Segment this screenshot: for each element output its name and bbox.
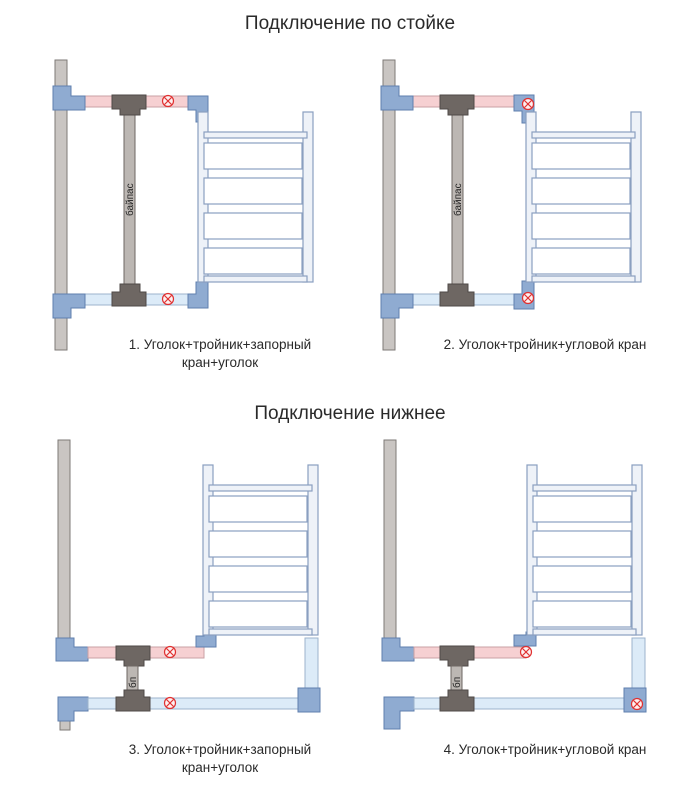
- towel-rail: [202, 464, 319, 636]
- corner-fitting-bottom-left: [380, 293, 414, 319]
- rail-corner-bottom: [187, 281, 209, 309]
- corner-fitting-top-left: [380, 85, 414, 111]
- riser-pipe: [54, 59, 68, 351]
- towel-rail: [526, 464, 643, 636]
- tee-bottom: [111, 283, 147, 307]
- corner-fitting-lower-left: [57, 696, 89, 722]
- section-title-riser: Подключение по стойке: [244, 13, 456, 34]
- corner-fitting-bottom-left: [52, 293, 86, 319]
- towel-rail: [197, 111, 314, 283]
- tee-top: [111, 94, 147, 116]
- angle-valve-top-mark: [521, 97, 535, 111]
- riser-connection-right: [304, 637, 319, 691]
- caption-3: 3. Уголок+тройник+запорный кран+уголок: [100, 741, 340, 777]
- towel-rail: [525, 111, 642, 283]
- angle-valve-upper-mark: [519, 645, 533, 659]
- shutoff-valve-top: [161, 94, 175, 108]
- caption-1-line-2: кран+уголок: [181, 355, 259, 370]
- tee-upper: [439, 645, 475, 667]
- tee-upper: [115, 645, 151, 667]
- diagram-3: бп: [55, 439, 321, 731]
- diagram-2: байпас: [380, 59, 642, 351]
- diagram-4: бп: [381, 439, 647, 730]
- caption-2: 2. Уголок+тройник+угловой кран: [443, 337, 647, 352]
- shutoff-valve-bottom: [161, 292, 175, 306]
- corner-fitting-lower-left: [383, 696, 415, 730]
- riser-pipe-left: [57, 439, 71, 651]
- bypass-label: байпас: [124, 183, 136, 216]
- section-title-bottom: Подключение нижнее: [254, 403, 446, 424]
- caption-3-line-1: 3. Уголок+тройник+запорный: [128, 742, 312, 757]
- caption-1: 1. Уголок+тройник+запорный кран+уголок: [100, 336, 340, 372]
- caption-3-line-2: кран+уголок: [181, 760, 259, 775]
- riser-pipe-left: [383, 439, 397, 651]
- angle-valve-lower-mark: [630, 697, 644, 711]
- corner-fitting-top-left: [52, 85, 86, 111]
- tee-top: [439, 94, 475, 116]
- tee-bottom: [439, 283, 475, 307]
- diagram-1: байпас: [52, 59, 314, 351]
- caption-1-line-1: 1. Уголок+тройник+запорный: [128, 337, 312, 352]
- tee-lower: [115, 689, 151, 712]
- shutoff-valve-upper: [163, 645, 177, 659]
- bp-label: бп: [127, 677, 139, 688]
- shutoff-valve-lower: [163, 696, 177, 710]
- bypass-label: байпас: [452, 183, 464, 216]
- angle-valve-bottom-mark: [521, 291, 535, 305]
- riser-pipe: [382, 59, 396, 351]
- bp-label: бп: [451, 677, 463, 688]
- riser-connection-right: [631, 637, 646, 691]
- caption-4: 4. Уголок+тройник+угловой кран: [443, 742, 647, 757]
- corner-fitting-upper-left: [381, 637, 415, 662]
- tee-lower: [439, 689, 475, 712]
- corner-fitting-lower-right: [297, 687, 321, 713]
- corner-fitting-upper-left: [55, 637, 89, 662]
